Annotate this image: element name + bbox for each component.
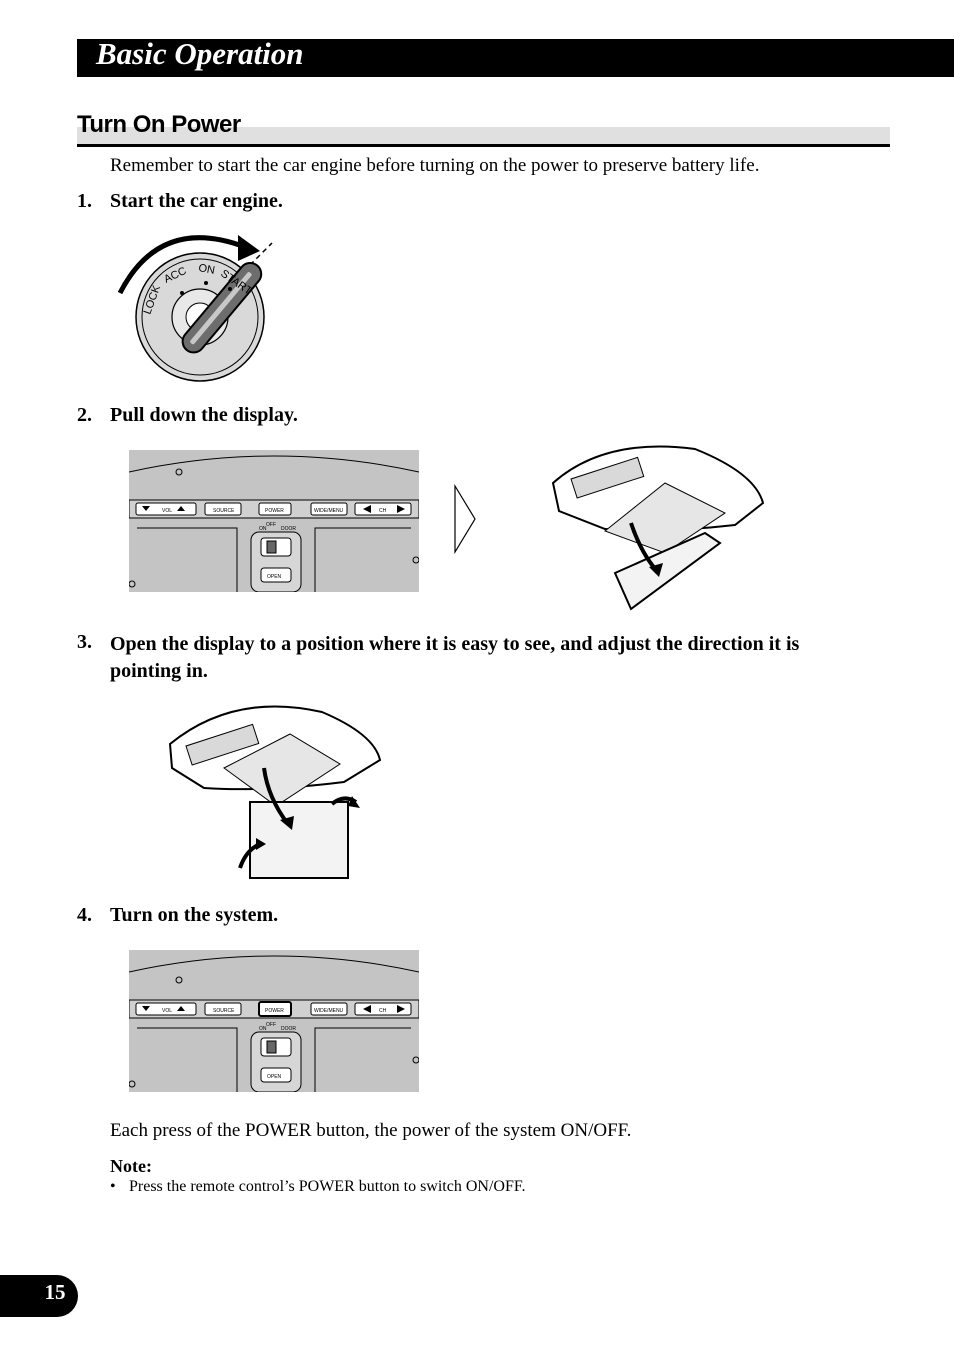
panel2-vol-label: VOL bbox=[162, 1008, 172, 1014]
next-step-arrow bbox=[454, 484, 476, 554]
step-1-text: Start the car engine. bbox=[110, 190, 283, 212]
panel2-wide-menu-label: WIDE/MENU bbox=[314, 1008, 344, 1014]
step-2-number: 2. bbox=[77, 404, 92, 426]
panel-open-label: OPEN bbox=[267, 574, 282, 580]
panel-wide-menu-label: WIDE/MENU bbox=[314, 508, 344, 514]
ignition-label-on: ON bbox=[197, 262, 215, 277]
panel-vol-label: VOL bbox=[162, 508, 172, 514]
section-rule bbox=[77, 144, 890, 147]
chapter-header-bar bbox=[77, 39, 954, 77]
panel-switch-on-label: ON bbox=[259, 526, 267, 532]
panel2-switch-on-label: ON bbox=[259, 1026, 267, 1032]
note-bullet: • bbox=[110, 1178, 116, 1195]
ignition-key-illustration: LOCK ACC ON START bbox=[117, 235, 273, 382]
step-3-text: Open the display to a position where it … bbox=[110, 633, 800, 682]
step-3-number: 3. bbox=[77, 631, 92, 653]
page-number: 15 bbox=[44, 1280, 66, 1304]
step-1-number: 1. bbox=[77, 190, 92, 212]
chapter-title: Basic Operation bbox=[96, 36, 304, 71]
panel-power-label: POWER bbox=[265, 508, 284, 514]
panel2-ch-label: CH bbox=[379, 1008, 387, 1014]
page-number-tab bbox=[0, 1275, 78, 1317]
panel-switch-door-label: DOOR bbox=[281, 526, 296, 532]
panel2-power-label: POWER bbox=[265, 1008, 284, 1014]
panel2-source-label: SOURCE bbox=[213, 1008, 235, 1014]
panel-source-label: SOURCE bbox=[213, 508, 235, 514]
note-item: Press the remote control’s POWER button … bbox=[129, 1178, 526, 1195]
intro-text: Remember to start the car engine before … bbox=[110, 155, 760, 176]
panel2-switch-off-label: OFF bbox=[266, 1022, 276, 1028]
power-button-description: Each press of the POWER button, the powe… bbox=[110, 1120, 632, 1141]
panel2-switch-door-label: DOOR bbox=[281, 1026, 296, 1032]
step-4-number: 4. bbox=[77, 904, 92, 926]
step-4-text: Turn on the system. bbox=[110, 904, 279, 926]
control-panel-power-illustration: VOL SOURCE POWER WIDE/MENU CH OFF ON DOO… bbox=[129, 950, 419, 1092]
panel2-open-label: OPEN bbox=[267, 1074, 282, 1080]
panel-ch-label: CH bbox=[379, 508, 387, 514]
display-adjust-illustration bbox=[168, 705, 382, 879]
section-title: Turn On Power bbox=[77, 111, 241, 138]
step-2-text: Pull down the display. bbox=[110, 404, 298, 426]
display-pulldown-illustration bbox=[551, 445, 765, 611]
control-panel-illustration: VOL SOURCE POWER WIDE/MENU CH OFF ON DOO… bbox=[129, 450, 419, 592]
panel-switch-off-label: OFF bbox=[266, 522, 276, 528]
section-title-band bbox=[77, 127, 890, 144]
note-title: Note: bbox=[110, 1156, 152, 1176]
